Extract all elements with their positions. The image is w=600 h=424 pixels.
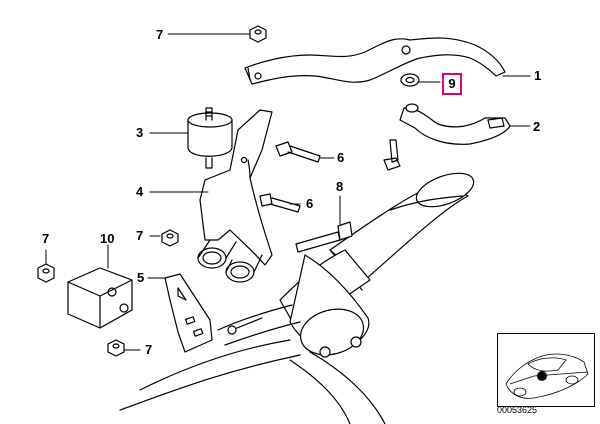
callout-1: 1 bbox=[534, 68, 542, 83]
rubber-block bbox=[67, 267, 133, 329]
leader-lines bbox=[45, 33, 531, 351]
callout-7-top: 7 bbox=[156, 27, 164, 42]
callout-4: 4 bbox=[136, 184, 144, 199]
callout-5: 5 bbox=[137, 270, 145, 285]
nut-middle bbox=[161, 229, 179, 247]
nut-top bbox=[249, 25, 267, 43]
reference-code: 00053625 bbox=[497, 405, 538, 415]
nut-left bbox=[37, 263, 55, 283]
callout-2: 2 bbox=[533, 119, 541, 134]
car-silhouette-icon bbox=[505, 353, 589, 399]
lower-clamp-bracket bbox=[399, 103, 511, 145]
nut-bottom bbox=[107, 339, 125, 357]
bolt-upper bbox=[275, 141, 321, 163]
callout-7-middle: 7 bbox=[136, 228, 144, 243]
washer bbox=[400, 73, 420, 87]
callout-8: 8 bbox=[336, 179, 344, 194]
callout-6-middle: 6 bbox=[306, 196, 314, 211]
bolt-vertical bbox=[383, 139, 401, 171]
callout-6-upper: 6 bbox=[337, 150, 345, 165]
callout-7-bottom: 7 bbox=[145, 342, 153, 357]
vehicle-location-inset bbox=[497, 333, 595, 407]
callout-10: 10 bbox=[100, 231, 115, 246]
callout-9-highlighted: 9 bbox=[442, 73, 462, 95]
callout-7-left: 7 bbox=[42, 231, 50, 246]
upper-bracket bbox=[244, 37, 506, 85]
exhaust-pipe bbox=[119, 172, 475, 424]
rubber-mount bbox=[187, 107, 233, 169]
callout-3: 3 bbox=[136, 125, 144, 140]
bolt-long bbox=[295, 221, 353, 253]
support-bracket bbox=[197, 109, 273, 283]
small-bracket bbox=[164, 273, 213, 353]
bolt-middle bbox=[259, 193, 301, 213]
